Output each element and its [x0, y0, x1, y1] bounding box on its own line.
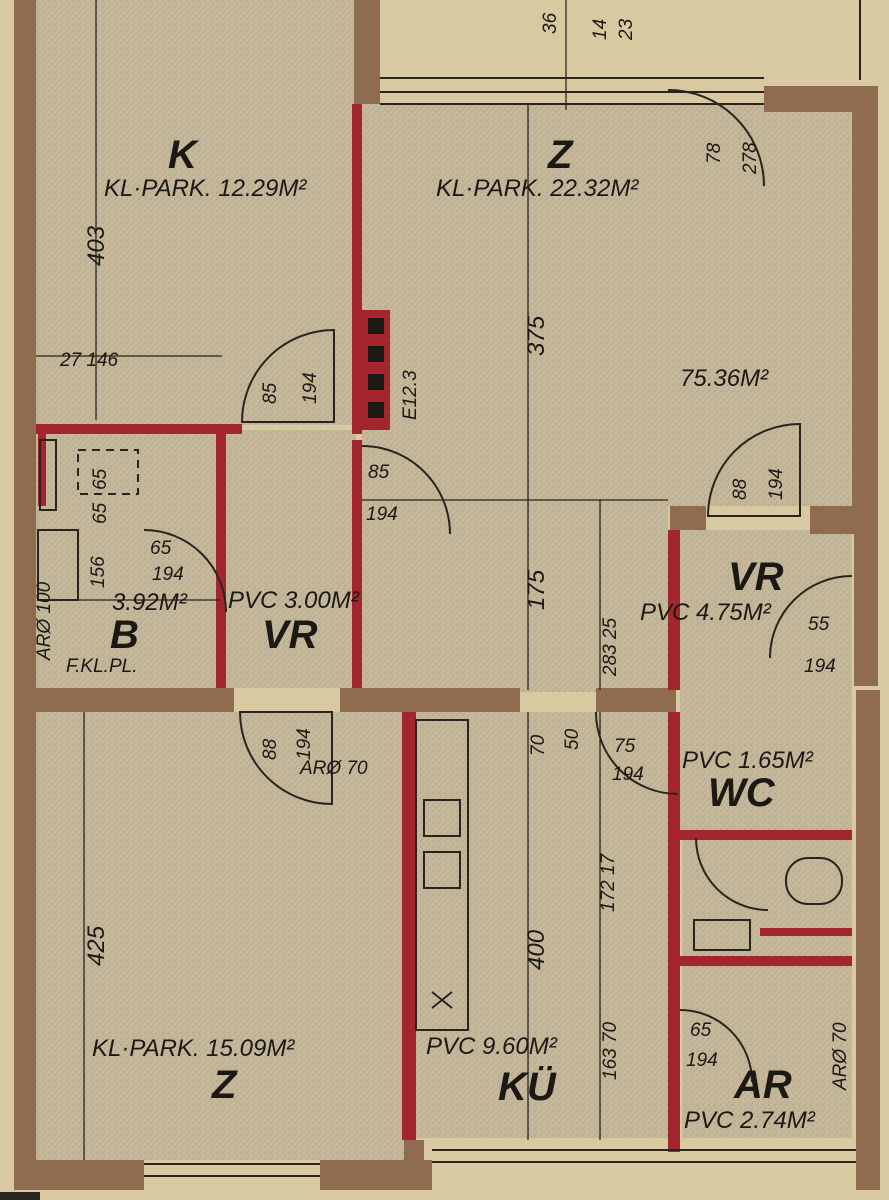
floor-z-bottom: [32, 712, 406, 1160]
floor-areas: [32, 0, 852, 1160]
dim-ar-door-2: 194: [686, 1050, 718, 1071]
dim-kitchen-height: 400: [523, 929, 550, 970]
dim-top-corner-1: 36: [540, 12, 561, 34]
dim-top-corner-2: 14: [590, 19, 611, 40]
room-size-b: 3.92M²: [112, 589, 188, 616]
floor-vr-left: [224, 430, 356, 688]
dim-kitchen-height-2: 172 17: [598, 852, 619, 912]
dim-z-bottom-door-2: 194: [294, 728, 315, 760]
floor-wc-bath: [682, 838, 852, 956]
dim-z-door-top-1: 78: [704, 142, 725, 164]
floor-kitchen: [416, 712, 670, 1138]
dim-z-right-door-2: 194: [766, 468, 787, 500]
red-walls: [36, 104, 852, 1152]
dim-b: 156: [88, 556, 109, 588]
room-area-wc: PVC 1.65M²: [682, 747, 814, 774]
dim-k-height: 403: [83, 225, 110, 266]
chimney-block: [362, 310, 390, 430]
windows: [144, 0, 861, 1177]
floor-z-top: [362, 104, 852, 506]
room-name-kitchen: KÜ: [498, 1064, 557, 1109]
room-area-b: F.KL.PL.: [66, 656, 137, 677]
dim-ar-door-1: 65: [690, 1020, 712, 1041]
dim-z-lower-2: 283 25: [600, 617, 621, 677]
room-name-z-top: Z: [547, 133, 574, 177]
dim-b-door2-1: 65: [90, 468, 111, 490]
dim-k-width: 27 146: [59, 350, 119, 371]
outer-walls: [14, 0, 880, 1190]
total-area: 75.36M²: [680, 365, 769, 392]
dim-vr-right-door-2: 194: [804, 656, 836, 677]
floor-k: [36, 0, 356, 425]
dim-pass-1: 70: [528, 734, 549, 756]
room-area-ar: PVC 2.74M²: [684, 1107, 816, 1134]
bath-fixtures: [37, 439, 843, 951]
chimney-label: E12.3: [400, 370, 421, 420]
room-name-k: K: [168, 133, 200, 177]
floor-z-top-lower: [362, 500, 668, 692]
dim-top-corner-3: 23: [616, 18, 637, 41]
room-name-ar: AR: [733, 1063, 792, 1107]
dim-z-bottom-height: 425: [83, 925, 110, 966]
dimension-lines: [36, 0, 668, 1160]
room-name-vr-left: VR: [262, 613, 318, 657]
kitchen-counter: [415, 719, 469, 1031]
dim-wc-door-1: 75: [614, 736, 636, 757]
dim-z-bottom-door-1: 88: [260, 738, 281, 760]
room-area-vr-right: PVC 4.75M²: [640, 599, 772, 626]
ar-vent-label: ARØ 70: [830, 1022, 851, 1091]
appliance-label: ARØ 70: [299, 758, 368, 779]
room-area-kitchen: PVC 9.60M²: [426, 1033, 558, 1060]
dim-wc-door-2: 194: [612, 764, 644, 785]
dim-z-height: 375: [523, 315, 550, 356]
dim-vr-door-1: 85: [368, 462, 390, 483]
floor-vr-right: [680, 530, 852, 830]
dim-vr-right-door-1: 55: [808, 614, 830, 635]
door-swings: [143, 89, 853, 1083]
corner-remnant: [0, 1192, 40, 1200]
room-name-z-bottom: Z: [211, 1063, 238, 1107]
dim-z-door-top-2: 278: [740, 142, 761, 175]
dim-b-door-1: 65: [150, 538, 172, 559]
dim-k-door-2: 194: [300, 372, 321, 404]
dim-z-right-door-1: 88: [730, 478, 751, 500]
room-name-b: B: [110, 613, 139, 657]
dim-b-door2-2: 65: [90, 502, 111, 524]
room-name-vr-right: VR: [728, 555, 784, 599]
dim-vr-door-2: 194: [366, 504, 398, 525]
dim-pass-2: 50: [562, 728, 583, 750]
dim-b-door-2: 194: [152, 564, 184, 585]
floor-b: [36, 430, 220, 688]
room-area-z-bottom: KL·PARK. 15.09M²: [92, 1035, 295, 1062]
dim-k-door-1: 85: [260, 382, 281, 404]
room-area-vr-left: PVC 3.00M²: [228, 587, 360, 614]
room-area-z-top: KL·PARK. 22.32M²: [436, 175, 639, 202]
room-area-k: KL·PARK. 12.29M²: [104, 175, 307, 202]
room-name-wc: WC: [708, 771, 776, 815]
b-vent-label: ARØ 100: [34, 581, 55, 661]
dim-z-lower: 175: [523, 569, 550, 610]
dim-kitchen-lower: 163 70: [600, 1021, 621, 1080]
floor-ar: [682, 962, 852, 1138]
